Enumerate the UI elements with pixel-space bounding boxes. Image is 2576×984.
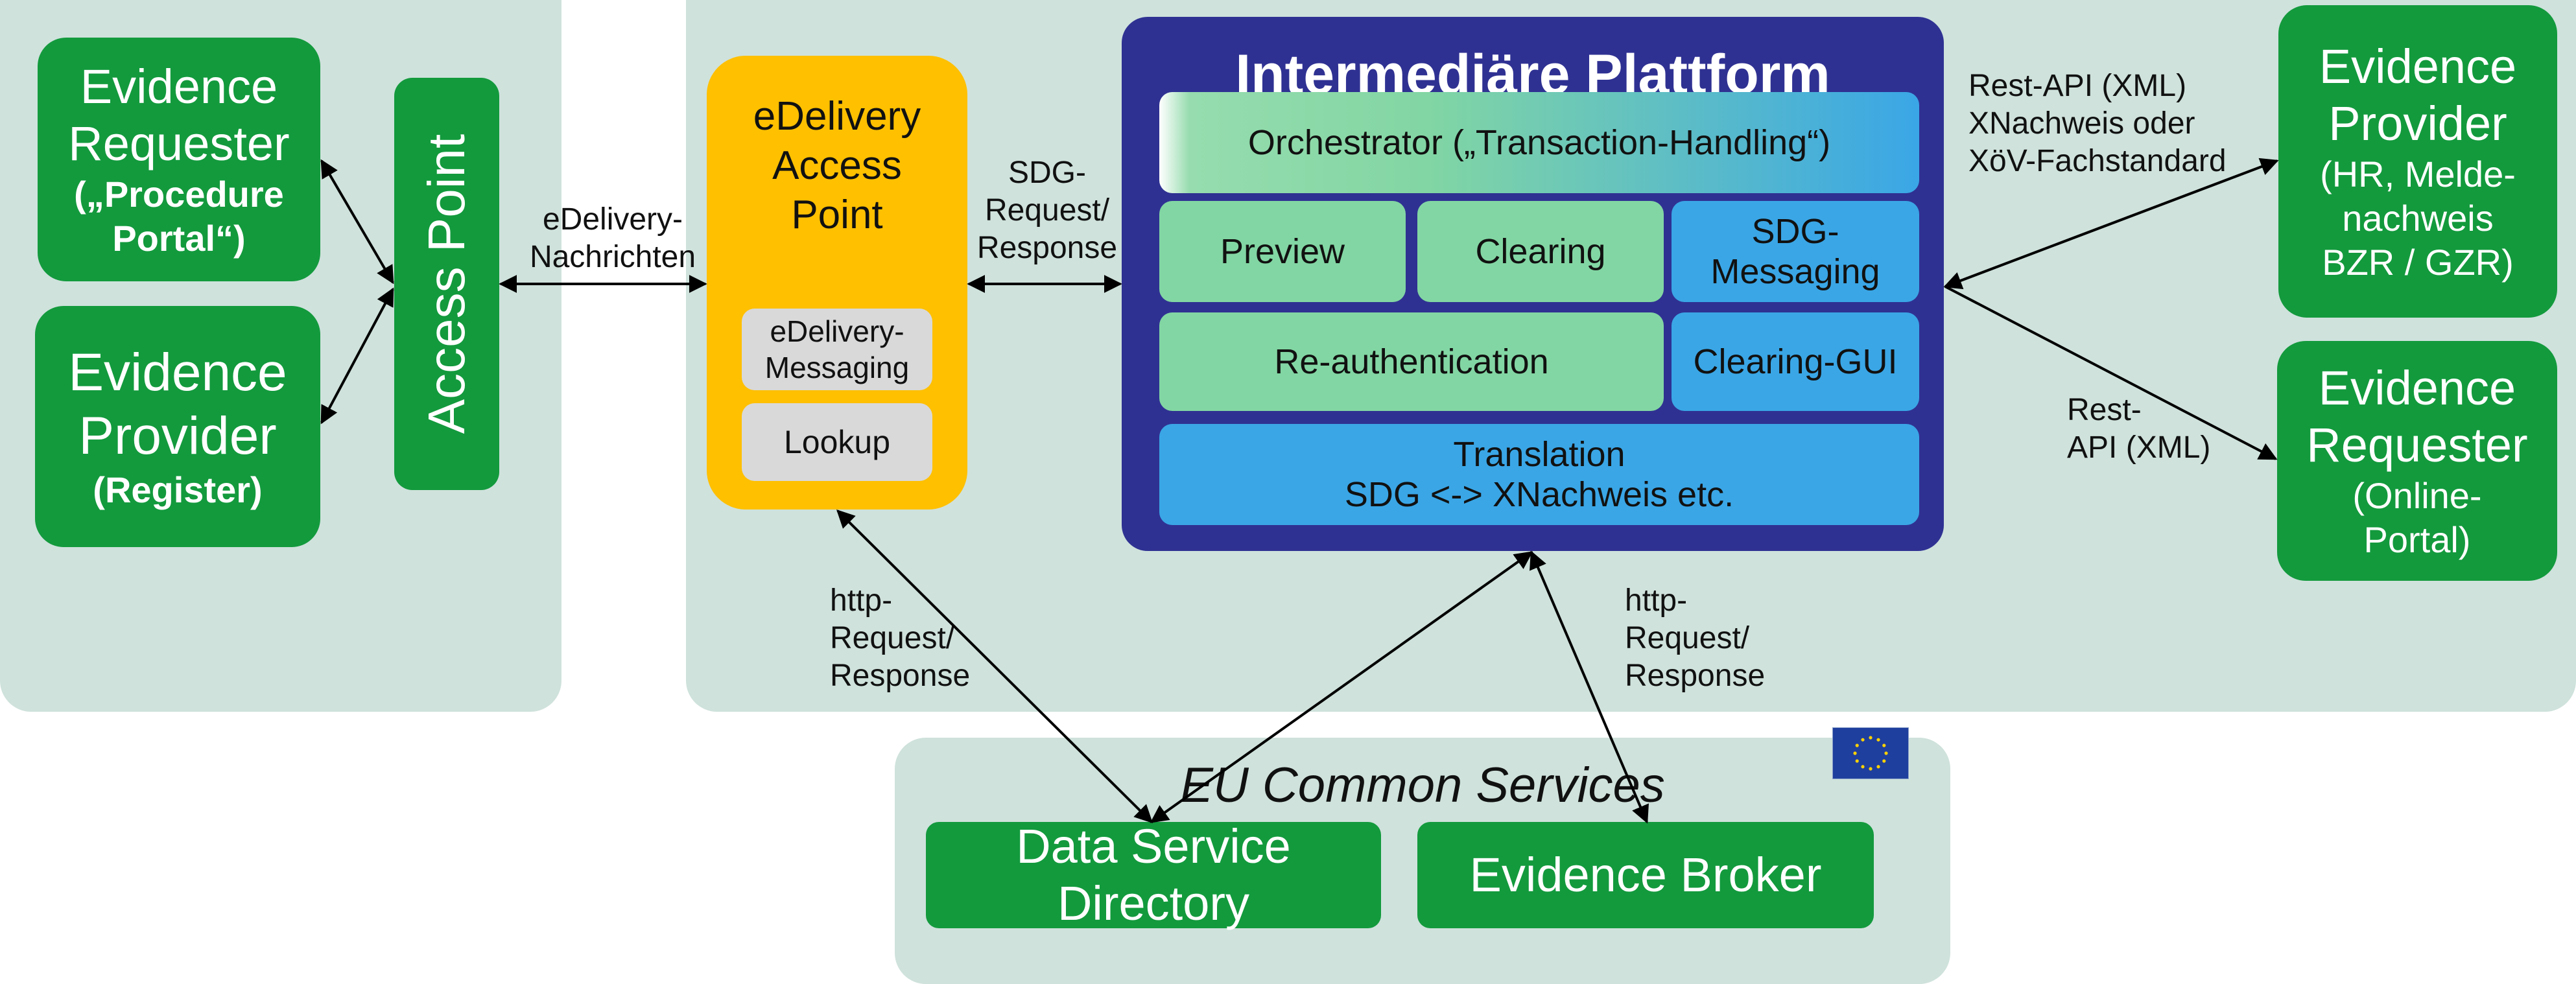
arrow-requester-accesspoint [320, 159, 394, 285]
clearing-gui-box: Clearing-GUI [1672, 312, 1919, 411]
connection-arrows [320, 158, 2279, 824]
evidence-requester-right-subtitle: (Online- Portal) [2352, 475, 2482, 560]
eu-flag-star [1861, 765, 1865, 769]
eu-flag-star [1884, 751, 1888, 755]
orchestrator-box: Orchestrator („Transaction-Handling“) [1159, 92, 1919, 193]
evidence-broker-label: Evidence Broker [1469, 848, 1822, 902]
evidence-requester-box: Evidence Requester („Procedure Portal“) [38, 38, 320, 281]
clearing-box: Clearing [1417, 201, 1664, 302]
rest-api-label-bottom: Rest- API (XML) [2067, 393, 2211, 465]
eu-flag-star [1855, 744, 1859, 747]
evidence-requester-right-box: Evidence Requester (Online- Portal) [2277, 341, 2557, 581]
edelivery-messaging-box: eDelivery- Messaging [742, 309, 932, 390]
evidence-broker-box: Evidence Broker [1417, 822, 1874, 928]
data-service-directory-box: Data Service Directory [926, 819, 1381, 930]
arrow-lookup-dsd [836, 510, 1153, 823]
sdg-messaging-box: SDG- Messaging [1672, 201, 1919, 302]
evidence-provider-right-box: Evidence Provider (HR, Melde- nachweis B… [2278, 5, 2557, 318]
eu-flag-star [1861, 738, 1865, 742]
evidence-provider-subtitle: (Register) [93, 469, 263, 510]
edelivery-nachrichten-label: eDelivery- Nachrichten [529, 202, 696, 274]
eu-flag-star [1869, 736, 1873, 740]
arrow-provider-accesspoint [320, 287, 394, 425]
eu-flag-icon [1832, 727, 1909, 780]
translation-box: Translation SDG <-> XNachweis etc. [1159, 424, 1919, 525]
evidence-requester-subtitle: („Procedure Portal“) [74, 174, 284, 259]
evidence-provider-box: Evidence Provider (Register) [35, 306, 320, 547]
eu-flag-star [1869, 767, 1873, 771]
eu-flag-star [1876, 765, 1880, 769]
data-service-directory-label: Data Service Directory [1016, 819, 1291, 930]
access-point-box: Access Point [394, 78, 499, 490]
sdg-request-response-label: SDG- Request/ Response [976, 156, 1118, 265]
re-authentication-box: Re-authentication [1159, 312, 1664, 411]
eu-flag-star [1853, 751, 1857, 755]
arrow-plattform-provider-right [1943, 158, 2279, 290]
evidence-provider-title: Evidence Provider [68, 343, 287, 465]
arrow-plattform-dsd [1150, 551, 1533, 823]
evidence-provider-right-title: Evidence Provider [2319, 40, 2517, 150]
edelivery-access-point-title: eDelivery Access Point [753, 94, 921, 237]
lookup-box: Lookup [742, 403, 932, 481]
eu-flag-star [1876, 738, 1880, 742]
arrow-plattform-broker [1530, 550, 1649, 824]
eu-flag-star [1882, 744, 1886, 747]
eu-flag-star [1855, 759, 1859, 763]
evidence-provider-right-subtitle: (HR, Melde- nachweis BZR / GZR) [2320, 154, 2516, 283]
evidence-requester-title: Evidence Requester [68, 60, 290, 170]
preview-box: Preview [1159, 201, 1406, 302]
eu-flag-star [1882, 759, 1886, 763]
arrow-plattform-requester-right [1944, 285, 2278, 460]
evidence-requester-right-title: Evidence Requester [2306, 361, 2528, 472]
